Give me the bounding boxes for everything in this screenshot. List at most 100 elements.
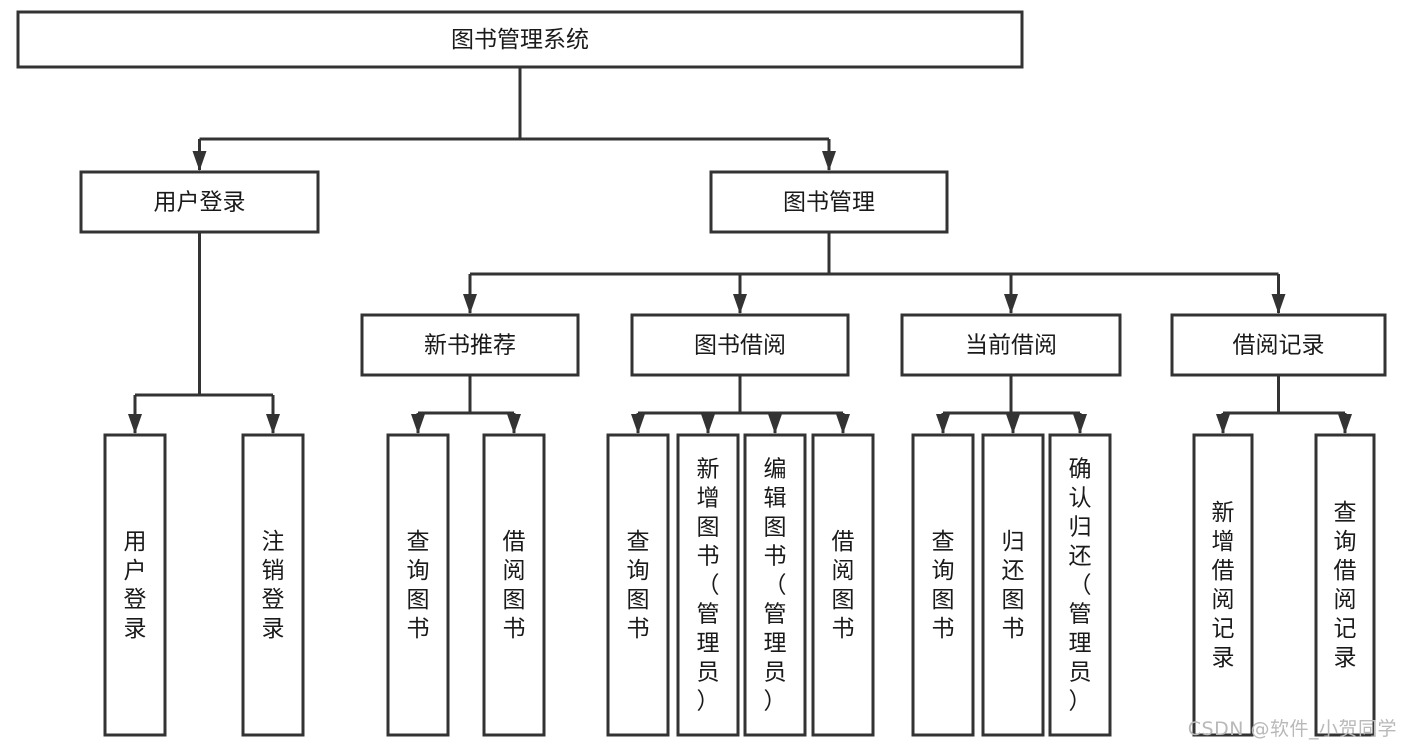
- svg-text:图: 图: [503, 587, 526, 613]
- svg-text:查: 查: [1334, 500, 1357, 526]
- svg-text:图: 图: [627, 587, 650, 613]
- node-level3-box-2[interactable]: [900, 313, 1122, 377]
- node-level3-box-0[interactable]: [360, 313, 580, 377]
- node-leaf-box-10[interactable]: [1048, 433, 1112, 737]
- node-level3-label-2: 当前借阅: [965, 333, 1057, 359]
- svg-text:理: 理: [697, 631, 720, 657]
- svg-text:用: 用: [124, 529, 147, 555]
- svg-text:记: 记: [1212, 616, 1235, 642]
- node-level3-label-3: 借阅记录: [1233, 333, 1325, 359]
- svg-text:借: 借: [503, 529, 526, 555]
- svg-text:（: （: [1069, 573, 1092, 599]
- node-leaf-box-2[interactable]: [386, 433, 450, 737]
- svg-text:理: 理: [1069, 631, 1092, 657]
- node-leaf-box-5[interactable]: [676, 433, 740, 737]
- svg-text:书: 书: [627, 616, 650, 642]
- node-leaf-box-4[interactable]: [606, 433, 670, 737]
- node-root-box[interactable]: [16, 10, 1024, 69]
- svg-text:户: 户: [124, 558, 147, 584]
- svg-text:）: ）: [697, 689, 720, 715]
- node-leaf-box-6[interactable]: [743, 433, 807, 737]
- svg-text:录: 录: [1212, 645, 1235, 671]
- svg-text:辑: 辑: [764, 486, 787, 512]
- nodes-layer: 图书管理系统用户登录图书管理新书推荐图书借阅当前借阅借阅记录用户登录注销登录查询…: [16, 10, 1387, 737]
- arrow-head-icon: [192, 151, 207, 171]
- svg-text:书: 书: [697, 544, 720, 570]
- node-leaf-label-0: 用户登录: [124, 529, 147, 642]
- node-leaf-box-7[interactable]: [811, 433, 875, 737]
- node-leaf-box-1[interactable]: [241, 433, 305, 737]
- svg-text:记: 记: [1334, 616, 1357, 642]
- svg-text:管: 管: [1069, 602, 1092, 628]
- arrow-head-icon: [1004, 294, 1018, 314]
- node-level2-box-1[interactable]: [709, 170, 949, 234]
- svg-text:书: 书: [1002, 616, 1025, 642]
- svg-text:图: 图: [764, 515, 787, 541]
- arrow-head-icon: [1271, 294, 1286, 314]
- svg-text:）: ）: [1069, 689, 1092, 715]
- arrow-head-icon: [768, 414, 782, 434]
- svg-text:借: 借: [1212, 558, 1235, 584]
- svg-text:图: 图: [697, 515, 720, 541]
- node-leaf-box-9[interactable]: [981, 433, 1045, 737]
- svg-text:管: 管: [764, 602, 787, 628]
- svg-text:录: 录: [124, 616, 147, 642]
- arrow-head-icon: [836, 414, 850, 434]
- node-level3-box-3[interactable]: [1170, 313, 1387, 377]
- arrow-head-icon: [936, 414, 950, 434]
- node-leaf-box-0[interactable]: [103, 433, 167, 737]
- svg-text:询: 询: [1334, 529, 1357, 555]
- svg-text:管: 管: [697, 602, 720, 628]
- connectors-layer: [128, 67, 1352, 434]
- arrow-head-icon: [733, 294, 747, 314]
- arrow-head-icon: [1216, 414, 1230, 434]
- svg-text:查: 查: [932, 529, 955, 555]
- svg-text:借: 借: [1334, 558, 1357, 584]
- svg-text:书: 书: [764, 544, 787, 570]
- svg-text:注: 注: [262, 529, 285, 555]
- node-level2-label-1: 图书管理: [783, 190, 875, 216]
- node-leaf-box-3[interactable]: [482, 433, 546, 737]
- svg-text:员: 员: [1069, 660, 1092, 686]
- svg-text:还: 还: [1002, 558, 1025, 584]
- svg-text:登: 登: [124, 587, 147, 613]
- node-level3-label-0: 新书推荐: [424, 333, 516, 359]
- svg-text:编: 编: [764, 457, 787, 483]
- svg-text:图: 图: [1002, 587, 1025, 613]
- arrow-head-icon: [1338, 414, 1352, 434]
- arrow-head-icon: [266, 414, 280, 434]
- arrow-head-icon: [822, 151, 836, 171]
- svg-text:员: 员: [697, 660, 720, 686]
- svg-text:查: 查: [627, 529, 650, 555]
- node-level3-box-1[interactable]: [630, 313, 850, 377]
- svg-text:阅: 阅: [1334, 587, 1357, 613]
- svg-text:查: 查: [407, 529, 430, 555]
- svg-text:图: 图: [407, 587, 430, 613]
- svg-text:增: 增: [697, 486, 720, 512]
- svg-text:阅: 阅: [1212, 587, 1235, 613]
- arrow-head-icon: [631, 414, 645, 434]
- node-root-label: 图书管理系统: [451, 27, 589, 53]
- svg-text:书: 书: [932, 616, 955, 642]
- node-level2-box-0[interactable]: [79, 170, 320, 234]
- svg-text:询: 询: [627, 558, 650, 584]
- svg-text:登: 登: [262, 587, 285, 613]
- node-leaf-box-12[interactable]: [1314, 433, 1376, 737]
- svg-text:）: ）: [764, 689, 787, 715]
- node-leaf-box-11[interactable]: [1192, 433, 1254, 737]
- arrow-head-icon: [701, 414, 715, 434]
- node-level2-label-0: 用户登录: [154, 190, 246, 216]
- svg-text:销: 销: [262, 558, 285, 584]
- svg-text:新: 新: [1212, 500, 1235, 526]
- svg-text:理: 理: [764, 631, 787, 657]
- svg-text:增: 增: [1212, 529, 1235, 555]
- node-leaf-box-8[interactable]: [911, 433, 975, 737]
